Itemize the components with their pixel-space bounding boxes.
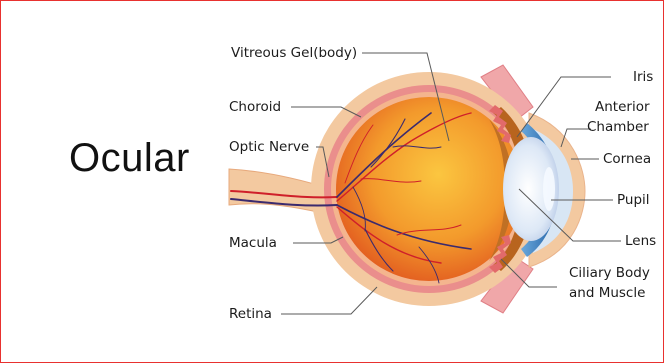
label-retina: Retina [229, 306, 272, 322]
label-chamber: Chamber [587, 119, 649, 135]
label-lens: Lens [625, 233, 656, 249]
label-ciliary-body: Ciliary Body [569, 265, 650, 281]
label-optic-nerve: Optic Nerve [229, 139, 309, 155]
pupil [543, 167, 555, 211]
label-iris: Iris [633, 69, 653, 85]
label-choroid: Choroid [229, 99, 281, 115]
label-pupil: Pupil [617, 192, 650, 208]
label-cornea: Cornea [603, 151, 651, 167]
label-and-muscle: and Muscle [569, 285, 645, 301]
label-macula: Macula [229, 235, 277, 251]
label-vitreous-gel: Vitreous Gel(body) [231, 45, 357, 61]
label-anterior: Anterior [595, 99, 650, 115]
